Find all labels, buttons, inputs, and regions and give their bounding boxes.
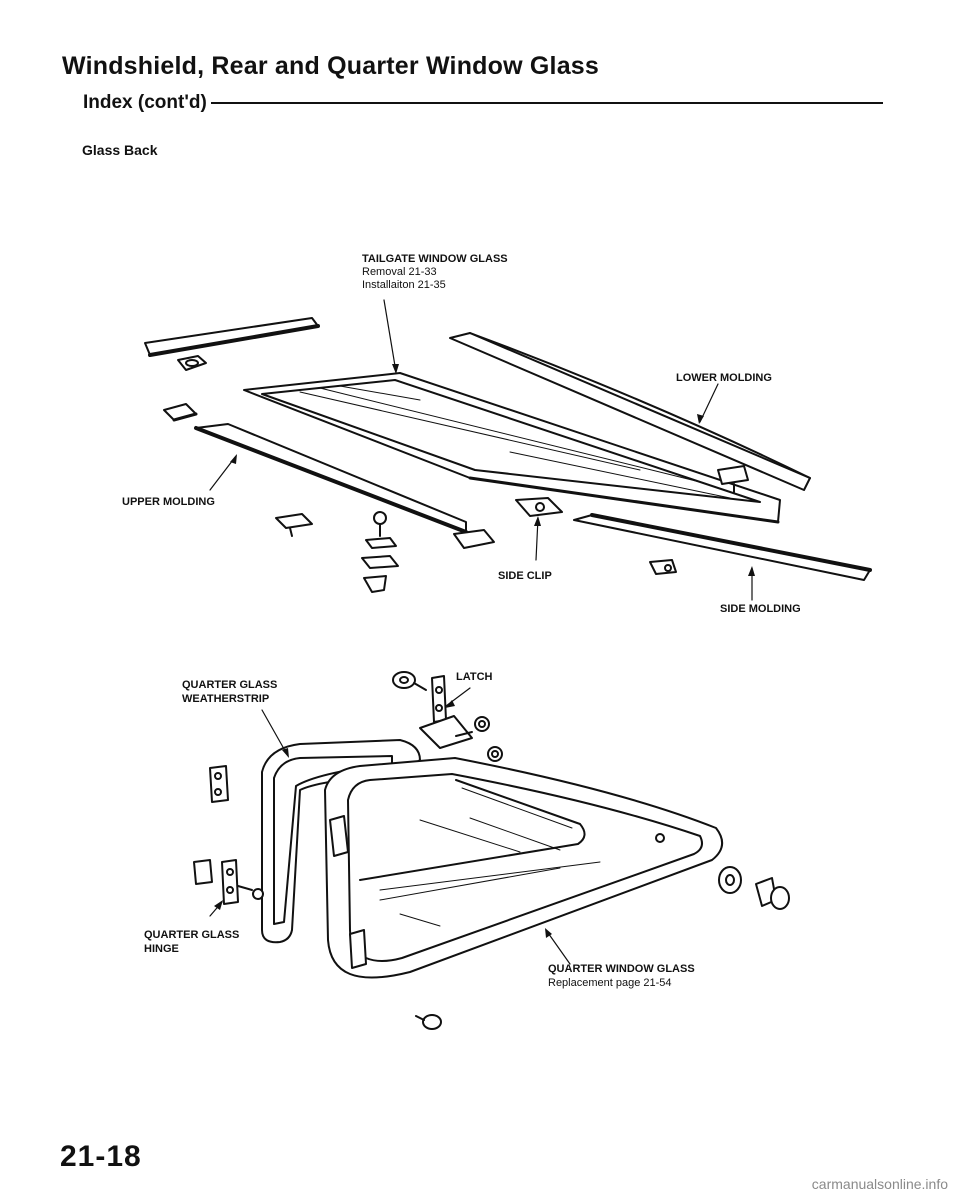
molding-clip-right bbox=[717, 465, 749, 493]
lower-molding-strip bbox=[449, 332, 811, 491]
quarter-hinge-label-1: QUARTER GLASS bbox=[144, 929, 239, 941]
page-title: Windshield, Rear and Quarter Window Glas… bbox=[62, 52, 600, 80]
upper-retainer-clip bbox=[177, 355, 207, 371]
tailgate-window-glass bbox=[243, 372, 781, 524]
page-subtitle: Index (cont'd) bbox=[83, 92, 207, 113]
top-left-molding-strip bbox=[144, 317, 320, 357]
quarter-window-replacement-ref: Replacement page 21-54 bbox=[548, 977, 672, 989]
lower-molding-label: LOWER MOLDING bbox=[676, 372, 772, 384]
screw-fastener bbox=[361, 511, 399, 593]
page-number: 21-18 bbox=[60, 1140, 142, 1173]
quarter-glass-hinge bbox=[193, 859, 264, 905]
watermark: carmanualsonline.info bbox=[811, 1176, 948, 1192]
pivot-pin bbox=[755, 877, 790, 910]
left-mount-clip bbox=[163, 403, 198, 422]
quarter-hinge-label-2: HINGE bbox=[144, 943, 179, 955]
leader-arrows bbox=[214, 364, 755, 938]
upper-molding-label: UPPER MOLDING bbox=[122, 496, 215, 508]
pivot-grommet bbox=[718, 866, 742, 894]
quarter-window-glass bbox=[324, 757, 723, 979]
tailgate-window-glass-label: TAILGATE WINDOW GLASS bbox=[362, 253, 508, 265]
exploded-diagram: TAILGATE WINDOW GLASS Removal 21-33 Inst… bbox=[122, 253, 872, 1030]
side-molding-strip bbox=[573, 513, 872, 581]
latch-assembly bbox=[419, 675, 473, 749]
hinge-part-top bbox=[209, 765, 229, 803]
quarter-weatherstrip-label-1: QUARTER GLASS bbox=[182, 679, 277, 691]
header-rule bbox=[210, 102, 883, 104]
section-heading: Glass Back bbox=[82, 142, 158, 158]
tailgate-removal-ref: Removal 21-33 bbox=[362, 266, 437, 278]
latch-washers bbox=[474, 716, 503, 762]
quarter-weatherstrip-label-2: WEATHERSTRIP bbox=[182, 693, 269, 705]
subtitle-row: Index (cont'd) bbox=[83, 92, 883, 114]
bottom-bolt bbox=[415, 1014, 442, 1030]
upper-molding-strip bbox=[194, 423, 468, 534]
center-clip bbox=[453, 529, 495, 549]
tailgate-install-ref: Installaiton 21-35 bbox=[362, 279, 446, 291]
side-molding-label: SIDE MOLDING bbox=[720, 603, 801, 615]
latch-bolt bbox=[392, 671, 427, 691]
side-clip-part bbox=[515, 497, 563, 517]
side-clip-label: SIDE CLIP bbox=[498, 570, 552, 582]
side-molding-clip bbox=[649, 559, 677, 575]
quarter-window-glass-label: QUARTER WINDOW GLASS bbox=[548, 963, 695, 975]
lower-left-clip bbox=[275, 513, 313, 537]
latch-label: LATCH bbox=[456, 671, 493, 683]
